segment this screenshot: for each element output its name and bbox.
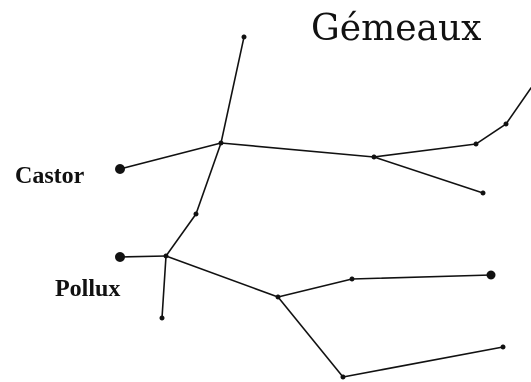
edge-hub-to-mid-right	[220, 142, 375, 158]
star-left-mid	[193, 211, 199, 217]
star-bottom-right	[500, 344, 506, 350]
edge-lower-hub-to-mid	[277, 278, 353, 298]
star-lower-hub	[275, 294, 281, 300]
star-upper-right	[473, 141, 479, 147]
edge-pollux-hub-to-lower-hub	[165, 255, 279, 298]
star-pollux-hub	[163, 253, 169, 259]
edge-mid-right-to-lower-right	[373, 156, 484, 194]
star-corner	[503, 121, 509, 127]
star-lower-right	[480, 190, 486, 196]
edge-mid-right-to-upper-right	[373, 143, 477, 158]
star-mid-right	[371, 154, 377, 160]
star-hub	[218, 140, 224, 146]
star-top	[241, 34, 247, 40]
edge-top-to-hub	[220, 36, 245, 144]
star-label-pollux: Pollux	[55, 276, 120, 302]
constellation-stars	[115, 34, 509, 380]
edge-hub-to-left-mid	[195, 142, 222, 215]
edge-lower-hub-to-bottom	[277, 296, 344, 378]
star-bottom-left	[159, 315, 165, 321]
star-label-castor: Castor	[15, 163, 85, 189]
star-mid	[349, 276, 355, 282]
star-bottom	[340, 374, 346, 380]
edge-mid-to-right-star	[351, 274, 492, 280]
constellation-title: Gémeaux	[311, 8, 481, 49]
edge-pollux-to-pollux-hub	[119, 255, 167, 258]
star-pollux	[115, 252, 125, 262]
edge-castor-to-hub	[119, 142, 222, 170]
star-castor	[115, 164, 125, 174]
edge-bottom-to-bottom-right	[342, 346, 504, 378]
star-right	[486, 270, 496, 280]
constellation-lines	[119, 36, 531, 378]
edge-pollux-hub-to-bottom-left	[161, 255, 167, 319]
edge-corner-to-edge	[505, 87, 531, 125]
edge-left-mid-to-pollux-hub	[165, 213, 197, 257]
edge-upper-right-to-corner	[475, 123, 507, 145]
